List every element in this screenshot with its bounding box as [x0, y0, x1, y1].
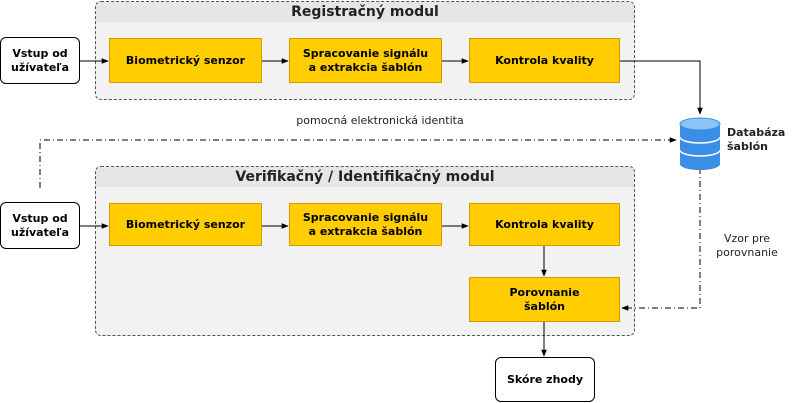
user-input-bottom: Vstup od užívateľa [0, 202, 80, 249]
arrow-reg-quality-to-database [620, 60, 703, 115]
ver-signal-processing: Spracovanie signálu a extrakcia šablón [289, 203, 442, 246]
arrow-aux-identity [39, 137, 677, 188]
aux-identity-label: pomocná elektronická identita [296, 114, 464, 127]
reg-biometric-sensor: Biometrický senzor [109, 38, 262, 83]
verification-module-title: Verifikačný / Identifikačný modul [96, 167, 634, 187]
reg-quality-control: Kontrola kvality [469, 38, 620, 83]
database-label: Databáza šablón [727, 126, 786, 153]
comparison-pattern-label: Vzor pre porovnanie [716, 232, 778, 259]
template-matching: Porovnanie šablón [469, 277, 620, 322]
arrow-database-to-matching [621, 168, 701, 311]
registration-module-title: Registračný modul [96, 2, 634, 22]
ver-biometric-sensor: Biometrický senzor [109, 203, 262, 246]
database-icon [679, 117, 721, 170]
ver-quality-control: Kontrola kvality [469, 203, 620, 246]
match-score: Skóre zhody [495, 357, 595, 402]
user-input-top: Vstup od užívateľa [0, 37, 80, 84]
verification-module: Verifikačný / Identifikačný modul [95, 166, 635, 336]
reg-signal-processing: Spracovanie signálu a extrakcia šablón [289, 38, 442, 83]
